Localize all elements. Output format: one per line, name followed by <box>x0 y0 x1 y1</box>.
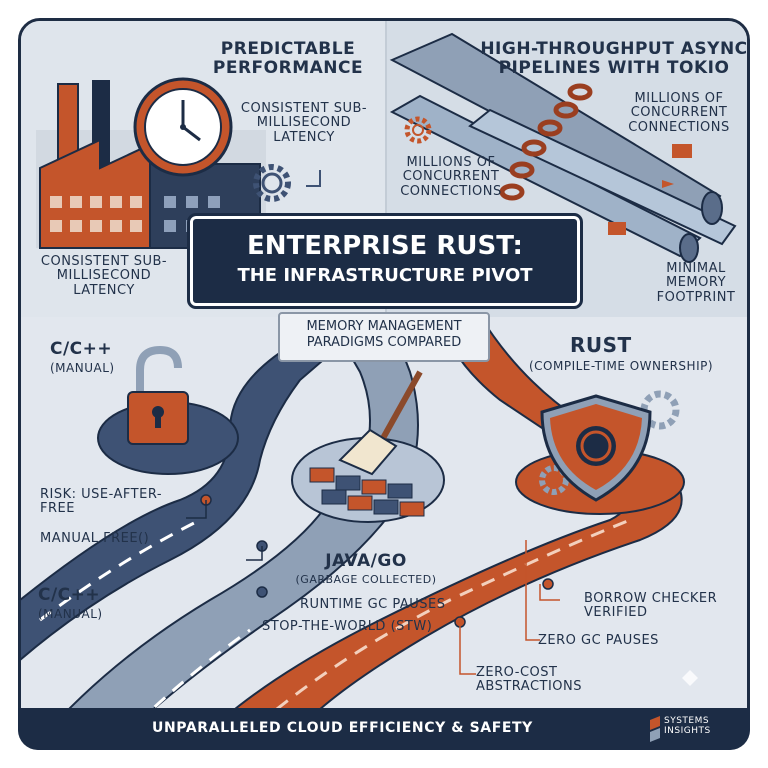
title-line-2: THE INFRASTRUCTURE PIVOT <box>237 265 533 286</box>
gear-icon <box>253 164 291 202</box>
gear-icon <box>539 390 680 495</box>
cpp-sub: (MANUAL) <box>50 361 115 375</box>
heading-predictable-performance: PREDICTABLE PERFORMANCE <box>212 39 364 78</box>
javago-gc-pauses: RUNTIME GC PAUSES <box>300 597 446 612</box>
title-banner: ENTERPRISE RUST: THE INFRASTRUCTURE PIVO… <box>187 213 583 309</box>
gear-icon <box>404 116 432 144</box>
broom-icon <box>338 370 423 476</box>
rust-zero-cost: ZERO-COST ABSTRACTIONS <box>476 665 583 695</box>
cpp-label-2: C/C++ <box>38 585 101 605</box>
arrow-icon <box>306 170 321 187</box>
rust-label: RUST <box>570 333 632 357</box>
memory-blocks <box>309 467 425 517</box>
cpp-manual-free: MANUAL FREE() <box>40 531 150 546</box>
javago-sub: (GARBAGE COLLECTED) <box>295 573 437 586</box>
rust-zero-gc: ZERO GC PAUSES <box>538 633 659 648</box>
brand-line-1: SYSTEMS <box>664 716 710 726</box>
brand-line-2: INSIGHTS <box>664 726 711 737</box>
callout-connections-right: MILLIONS OF CONCURRENT CONNECTIONS <box>628 91 730 135</box>
title-line-1: ENTERPRISE RUST: <box>247 231 523 261</box>
cpp-sub-2: (MANUAL) <box>38 607 103 621</box>
shield-icon <box>540 394 652 502</box>
callout-latency-left: CONSISTENT SUB-MILLISECOND LATENCY <box>40 254 168 298</box>
envelope-icon <box>608 144 692 235</box>
heading-async-pipelines: HIGH-THROUGHPUT ASYNC PIPELINES WITH TOK… <box>480 39 748 78</box>
sparkle-icon <box>682 670 698 686</box>
callout-memory-footprint: MINIMAL MEMORY FOOTPRINT <box>656 261 736 305</box>
footer-text: UNPARALLELED CLOUD EFFICIENCY & SAFETY <box>152 720 533 736</box>
clock-icon <box>133 77 233 177</box>
javago-stw: STOP-THE-WORLD (STW) <box>262 619 433 634</box>
rust-sub: (COMPILE-TIME OWNERSHIP) <box>528 359 714 373</box>
cpp-label: C/C++ <box>50 339 113 359</box>
footer-bar <box>18 708 750 750</box>
callout-latency-right: CONSISTENT SUB-MILLISECOND LATENCY <box>240 101 368 145</box>
rust-borrow-checker: BORROW CHECKER VERIFIED <box>584 591 718 621</box>
subtitle-banner: MEMORY MANAGEMENT PARADIGMS COMPARED <box>278 312 490 362</box>
chain-icon <box>499 83 593 201</box>
open-lock-icon <box>127 345 189 445</box>
brand-name: SYSTEMS INSIGHTS <box>664 716 711 737</box>
javago-label: JAVA/GO <box>325 551 407 571</box>
cpp-risk: RISK: USE-AFTER-FREE <box>40 487 163 517</box>
callout-connections-left: MILLIONS OF CONCURRENT CONNECTIONS <box>400 155 502 199</box>
